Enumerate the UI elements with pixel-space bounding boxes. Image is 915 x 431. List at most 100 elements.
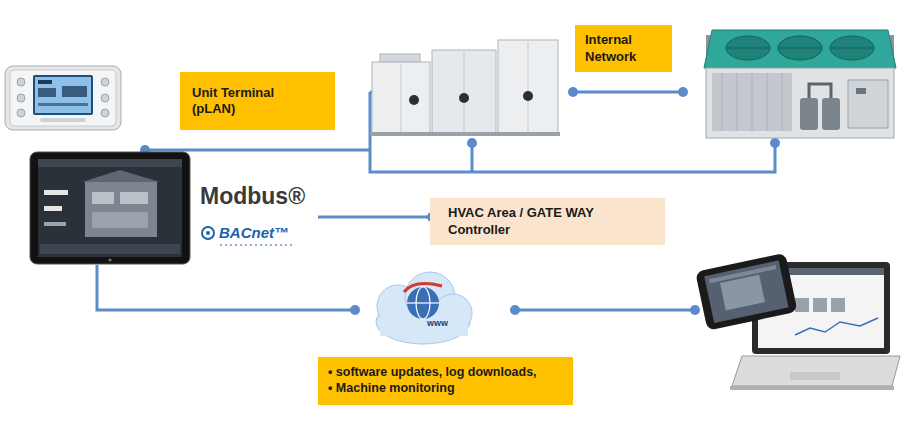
air-handling-unit-part	[498, 40, 558, 134]
wire-dot-part	[510, 305, 520, 315]
chiller-unit-part	[809, 84, 831, 98]
air-handling-unit-part	[459, 93, 469, 103]
touch-screen-display-part	[40, 244, 180, 254]
wire-dot-part	[350, 305, 360, 315]
unit-terminal-device-part	[33, 75, 93, 115]
network-wire-part	[573, 91, 683, 94]
unit-terminal-device-part	[40, 118, 86, 122]
touch-screen-display-part	[30, 152, 190, 264]
touch-screen-display-part	[120, 192, 148, 204]
touch-screen-display-part	[44, 190, 68, 195]
laptop-device-part	[795, 318, 878, 335]
touch-screen-display-part	[44, 222, 66, 226]
touch-screen-display-part	[92, 212, 148, 228]
touch-screen-display-part	[109, 259, 112, 262]
unit-terminal-device-part	[35, 77, 91, 113]
touch-screen-display-part	[92, 192, 114, 204]
network-wire-part	[145, 149, 370, 152]
air-handling-unit-part	[401, 64, 402, 132]
unit-terminal-device-part	[17, 109, 25, 117]
chiller-unit-part	[712, 73, 792, 131]
chiller-unit-part	[726, 48, 770, 49]
unit-terminal-device-part	[17, 78, 25, 86]
network-wire-part	[515, 309, 695, 312]
laptop-device-part	[795, 298, 809, 312]
laptop-device-part	[732, 356, 900, 386]
air-handling-unit-part	[432, 50, 496, 134]
tablet-device-part	[709, 265, 776, 283]
box-text: • Machine monitoring	[328, 381, 563, 397]
internet-cloud-part	[407, 287, 439, 319]
unit-terminal-device-part	[62, 86, 87, 97]
chiller-unit-part	[737, 73, 738, 131]
touch-screen-display-part	[82, 170, 160, 182]
network-wire-part	[318, 216, 430, 219]
chiller-unit-part	[778, 36, 822, 60]
chiller-unit-part	[704, 30, 896, 68]
bacnet-logo-mark-part	[206, 231, 210, 235]
internet-cloud	[376, 272, 472, 344]
laptop-device-part	[813, 298, 827, 312]
chiller-unit-part	[848, 80, 888, 128]
unit-terminal-device-part	[38, 103, 88, 106]
chiller-unit-part	[706, 68, 894, 138]
laptop-device-part	[831, 298, 845, 312]
box-text: Internal Network	[585, 32, 657, 65]
wire-dot-part	[770, 138, 780, 148]
chiller-unit-part	[800, 98, 818, 130]
bacnet-logo-mark-part	[220, 245, 292, 246]
wire-dot-part	[690, 305, 700, 315]
unit-terminal-device	[5, 66, 121, 130]
unit-terminal-device-part	[101, 109, 109, 117]
cloud-label: www	[426, 319, 449, 329]
touch-screen-display-part	[38, 159, 182, 257]
box-text: Unit Terminal (pLAN)	[192, 85, 307, 118]
touch-screen-display-part	[44, 206, 62, 211]
touch-screen-display-part	[85, 182, 157, 237]
air-handling-unit-part	[523, 91, 533, 101]
unit-terminal-device-part	[38, 88, 56, 97]
touch-screen-display-part	[38, 159, 182, 167]
air-handling-unit-part	[372, 62, 430, 134]
internet-cloud-part	[404, 284, 442, 292]
wire-dot-part	[467, 138, 477, 148]
air-handling-unit-part	[409, 95, 419, 105]
chiller-unit-part	[782, 73, 783, 131]
chiller-unit-part	[778, 48, 822, 49]
bacnet-logo-mark-part	[202, 227, 214, 239]
protocol-logo-text: Modbus®	[200, 184, 305, 209]
laptop-device-part	[790, 372, 840, 380]
callout-box: • software updates, log downloads,• Mach…	[318, 357, 573, 405]
air-handling-unit-part	[464, 52, 465, 132]
unit-terminal-device-part	[10, 70, 116, 126]
chiller-unit-part	[830, 48, 874, 49]
chiller-unit-part	[752, 73, 753, 131]
network-wire-part	[97, 265, 355, 310]
air-handling-unit-part	[380, 54, 420, 62]
air-handling-unit-part	[528, 42, 529, 132]
chiller-unit-part	[856, 88, 866, 94]
chiller-unit	[704, 30, 896, 138]
unit-terminal-device-part	[5, 66, 121, 130]
chiller-unit-part	[822, 98, 840, 130]
air-handling-unit-part	[370, 132, 560, 136]
callout-box: Unit Terminal (pLAN)	[180, 72, 335, 130]
unit-terminal-device-part	[38, 80, 52, 84]
box-text: HVAC Area / GATE WAY Controller	[448, 205, 623, 238]
unit-terminal-device-part	[101, 78, 109, 86]
chiller-unit-part	[767, 73, 768, 131]
chiller-unit-part	[722, 73, 723, 131]
unit-terminal-device-part	[101, 94, 109, 102]
internet-cloud-part	[407, 302, 439, 303]
callout-box: Internal Network	[575, 25, 672, 72]
touch-screen-display	[30, 152, 190, 264]
chiller-unit-part	[830, 36, 874, 60]
tablet-device	[695, 253, 797, 331]
tablet-device-part	[720, 275, 765, 311]
laptop-device-part	[730, 386, 894, 390]
tablet-device-part	[695, 253, 797, 331]
tablet-device-part	[704, 260, 788, 323]
wire-dot-part	[568, 87, 578, 97]
